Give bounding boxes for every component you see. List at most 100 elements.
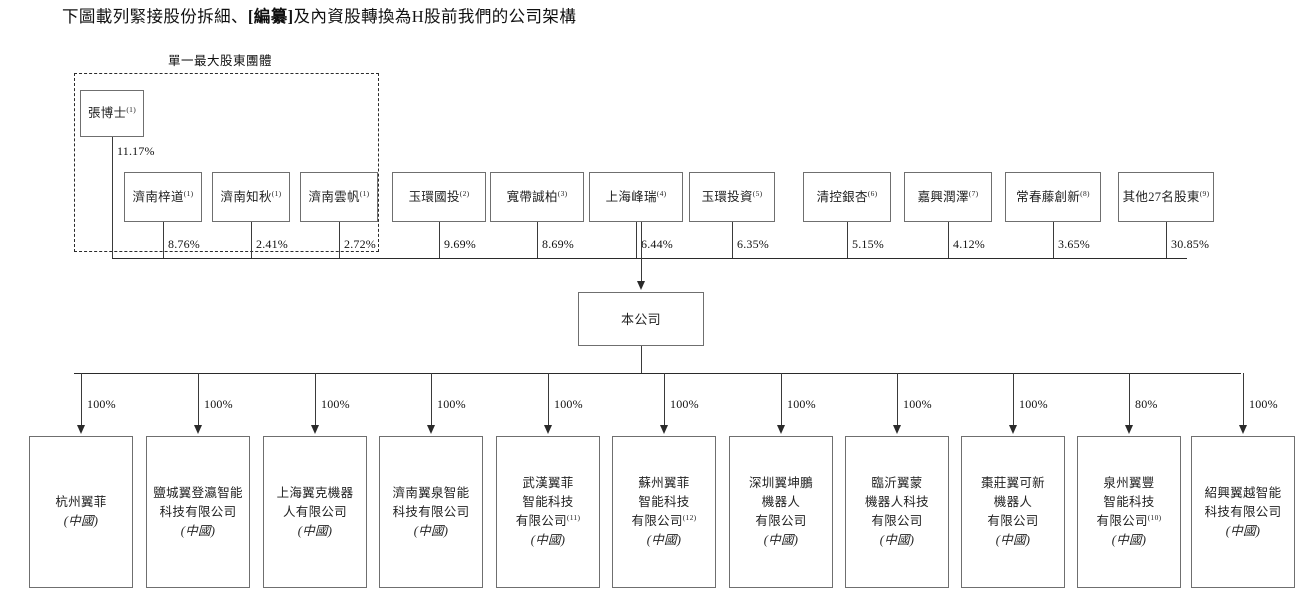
arrow-into-subsidiary-2 <box>194 425 202 434</box>
node-shareholder-2-label: 濟南知秋 <box>220 189 272 204</box>
node-shareholder-1[interactable]: 濟南梓道(1) <box>124 172 202 222</box>
node-shareholder-1-label: 濟南梓道 <box>132 189 184 204</box>
percent-shareholder-6: 6.44% <box>641 237 673 251</box>
connector-shareholder-2-to-bus <box>251 222 252 258</box>
node-subsidiary-9-line-1: 棗莊翼可新 <box>980 476 1045 490</box>
arrow-into-subsidiary-11 <box>1239 425 1247 434</box>
subsidiary-bus-line <box>74 373 1241 375</box>
connector-company-to-sub-bus <box>641 346 642 373</box>
percent-controller: 11.17% <box>117 144 155 158</box>
node-shareholder-8[interactable]: 清控銀杏(6) <box>803 172 891 222</box>
node-subsidiary-6-country: (中國) <box>646 533 682 547</box>
node-shareholder-10-label: 常春藤創新 <box>1016 189 1081 204</box>
node-subsidiary-11[interactable]: 紹興翼越智能科技有限公司 (中國) <box>1191 436 1295 588</box>
connector-bus-to-subsidiary-3 <box>315 373 316 426</box>
node-shareholder-10-note: (8) <box>1080 188 1090 198</box>
node-subsidiary-11-country: (中國) <box>1225 523 1261 538</box>
node-subsidiary-5-line-3: 有限公司(11) <box>515 512 581 528</box>
percent-shareholder-5: 8.69% <box>542 237 574 251</box>
node-shareholder-5[interactable]: 寬帶誠柏(3) <box>490 172 584 222</box>
node-shareholder-11[interactable]: 其他27名股東(9) <box>1118 172 1214 222</box>
node-subsidiary-9-line-2: 機器人 <box>993 495 1033 509</box>
node-subsidiary-3[interactable]: 上海翼克機器人有限公司(中國) <box>263 436 367 588</box>
percent-subsidiary-10: 80% <box>1135 397 1158 411</box>
intro-text-part1: 下圖載列緊接股份拆細、 <box>62 7 248 26</box>
node-subsidiary-9-line-3: 有限公司 <box>987 514 1039 528</box>
intro-text-bold-placeholder: [編纂] <box>247 7 294 26</box>
connector-shareholder-7-to-bus <box>732 222 733 258</box>
node-the-company[interactable]: 本公司 <box>578 292 704 346</box>
node-subsidiary-2-country: (中國) <box>180 523 216 538</box>
node-subsidiary-3-line-1: 上海翼克機器 <box>276 485 354 500</box>
node-subsidiary-8[interactable]: 臨沂翼蒙機器人科技有限公司(中國) <box>845 436 949 588</box>
node-subsidiary-2-line-1: 鹽城翼登瀛智能 <box>153 485 243 500</box>
node-shareholder-10[interactable]: 常春藤創新(8) <box>1005 172 1101 222</box>
node-subsidiary-7-line-3: 有限公司 <box>755 514 807 528</box>
node-shareholder-9[interactable]: 嘉興潤澤(7) <box>904 172 992 222</box>
intro-paragraph: 下圖載列緊接股份拆細、[編纂]及內資股轉換為H股前我們的公司架構 <box>62 6 1242 28</box>
node-shareholder-4[interactable]: 玉環國投(2) <box>392 172 486 222</box>
node-shareholder-2[interactable]: 濟南知秋(1) <box>212 172 290 222</box>
node-subsidiary-3-line-2: 人有限公司 <box>282 504 347 519</box>
node-subsidiary-10-note: (10) <box>1147 512 1162 522</box>
node-shareholder-8-note: (6) <box>867 188 878 198</box>
node-the-company-label: 本公司 <box>621 311 661 327</box>
node-shareholder-7-note: (5) <box>752 188 763 198</box>
percent-shareholder-3: 2.72% <box>344 237 376 251</box>
node-subsidiary-6-note: (12) <box>682 512 697 522</box>
node-shareholder-3[interactable]: 濟南雲帆(1) <box>300 172 378 222</box>
shareholder-bus-line <box>112 258 1187 260</box>
connector-shareholder-8-to-bus <box>847 222 848 258</box>
node-subsidiary-5[interactable]: 武漢翼菲智能科技有限公司(11)(中國) <box>496 436 600 588</box>
node-subsidiary-1-line-1: 杭州翼菲 <box>55 495 107 509</box>
node-subsidiary-7-line-1: 深圳翼坤鵬 <box>748 476 813 490</box>
node-subsidiary-11-line-2: 科技有限公司 <box>1204 504 1282 519</box>
connector-shareholder-11-to-bus <box>1166 222 1167 258</box>
connector-bus-to-subsidiary-8 <box>897 373 898 426</box>
percent-subsidiary-5: 100% <box>554 397 583 411</box>
node-subsidiary-6-line-2: 智能科技 <box>638 495 690 509</box>
node-subsidiary-8-line-3: 有限公司 <box>871 514 923 528</box>
node-subsidiary-10[interactable]: 泉州翼豐智能科技有限公司(10)(中國) <box>1077 436 1181 588</box>
single-largest-shareholder-group-caption: 單一最大股東團體 <box>168 54 273 68</box>
node-subsidiary-4[interactable]: 濟南翼泉智能科技有限公司(中國) <box>379 436 483 588</box>
node-shareholder-11-note: (9) <box>1199 188 1210 198</box>
node-subsidiary-1[interactable]: 杭州翼菲(中國) <box>29 436 133 588</box>
node-subsidiary-11-line-1: 紹興翼越智能 <box>1204 485 1282 500</box>
percent-subsidiary-9: 100% <box>1019 397 1048 411</box>
percent-subsidiary-7: 100% <box>787 397 816 411</box>
intro-text-part2: 及內資股轉換為H股前我們的公司架構 <box>293 7 577 26</box>
connector-shareholder-3-to-bus <box>339 222 340 258</box>
node-subsidiary-2[interactable]: 鹽城翼登瀛智能科技有限公司(中國) <box>146 436 250 588</box>
percent-shareholder-1: 8.76% <box>168 237 200 251</box>
node-subsidiary-6[interactable]: 蘇州翼菲智能科技有限公司(12)(中國) <box>612 436 716 588</box>
connector-bus-to-subsidiary-9 <box>1013 373 1014 426</box>
percent-shareholder-8: 5.15% <box>852 237 884 251</box>
node-subsidiary-8-country: (中國) <box>879 533 915 547</box>
connector-shareholder-6-to-bus <box>636 222 637 258</box>
node-subsidiary-7[interactable]: 深圳翼坤鵬機器人有限公司(中國) <box>729 436 833 588</box>
node-controller-zhang[interactable]: 張博士(1) <box>80 90 144 137</box>
node-subsidiary-10-line-1: 泉州翼豐 <box>1103 476 1155 490</box>
node-shareholder-3-label: 濟南雲帆 <box>308 189 360 204</box>
node-subsidiary-5-line-2: 智能科技 <box>522 495 574 509</box>
node-subsidiary-4-line-2: 科技有限公司 <box>392 504 470 519</box>
node-shareholder-6[interactable]: 上海峰瑞(4) <box>589 172 683 222</box>
node-subsidiary-10-line-2: 智能科技 <box>1103 495 1155 509</box>
node-subsidiary-9-country: (中國) <box>995 533 1031 547</box>
connector-controller-to-bus <box>112 137 113 258</box>
connector-shareholder-1-to-bus <box>163 222 164 258</box>
connector-shareholder-9-to-bus <box>948 222 949 258</box>
node-subsidiary-5-country: (中國) <box>530 533 566 547</box>
connector-bus-to-subsidiary-6 <box>664 373 665 426</box>
connector-bus-to-subsidiary-11 <box>1243 373 1244 426</box>
node-subsidiary-8-line-2: 機器人科技 <box>864 495 929 509</box>
connector-bus-to-company <box>641 222 642 285</box>
node-shareholder-4-label: 玉環國投 <box>408 189 460 204</box>
node-subsidiary-6-line-3: 有限公司(12) <box>631 512 697 528</box>
node-subsidiary-4-country: (中國) <box>413 523 449 538</box>
node-subsidiary-9[interactable]: 棗莊翼可新機器人有限公司 (中國) <box>961 436 1065 588</box>
node-shareholder-7[interactable]: 玉環投資(5) <box>689 172 775 222</box>
node-subsidiary-7-line-2: 機器人 <box>761 495 801 509</box>
